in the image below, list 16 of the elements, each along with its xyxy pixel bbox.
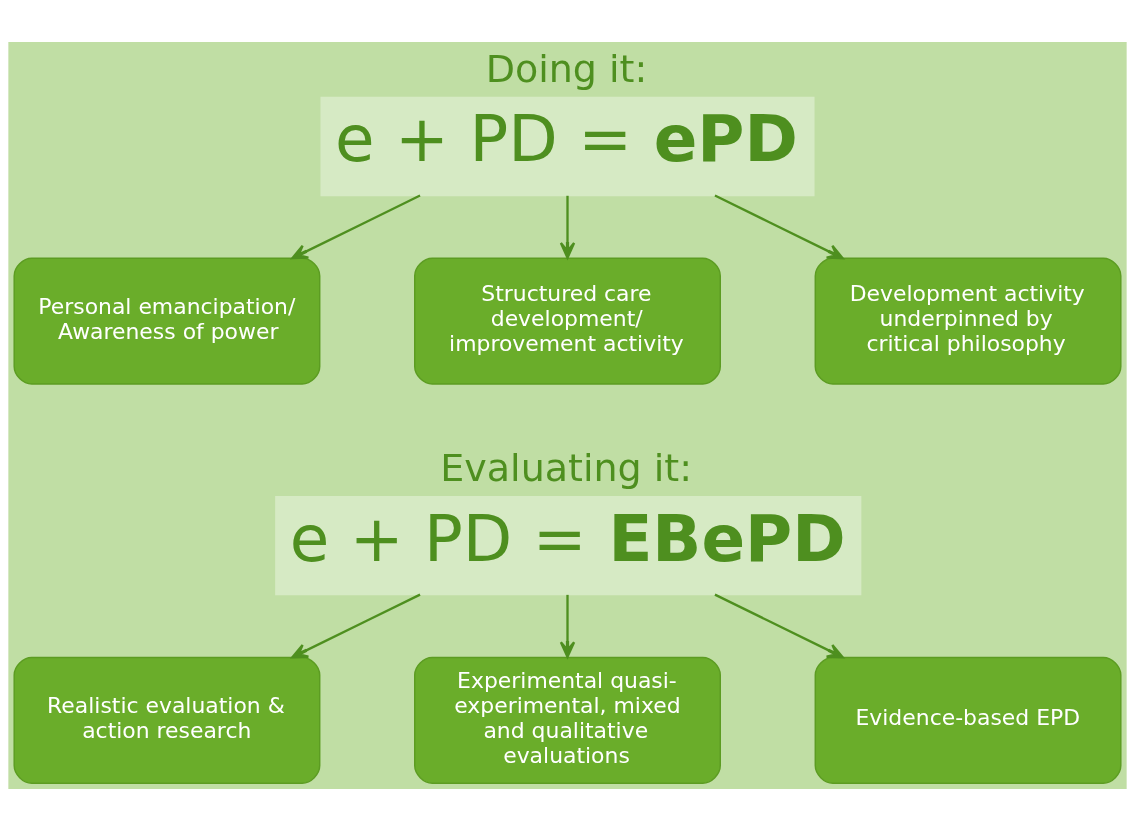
- node-box: Development activity underpinned by critical philosophy: [814, 257, 1122, 385]
- node-box: Personal emancipation/ Awareness of power: [13, 257, 321, 385]
- node-box: Evidence-based EPD: [814, 656, 1122, 784]
- node-box: Realistic evaluation & action research: [13, 656, 321, 784]
- node-box: Structured care development/ improvement activity: [414, 257, 721, 385]
- arrow: [291, 194, 421, 260]
- node-box: e + PD = ePD: [320, 96, 815, 197]
- arrow: [559, 594, 576, 658]
- node-label: Evaluating it:: [440, 445, 693, 490]
- node-box: e + PD = EBePD: [275, 495, 862, 596]
- arrow: [291, 593, 421, 659]
- node-label: Doing it:: [485, 46, 648, 91]
- node-box: Experimental quasi-experimental, mixed and qualitative evaluations: [414, 656, 721, 784]
- arrow: [559, 195, 576, 259]
- arrow: [714, 593, 844, 659]
- arrow: [714, 194, 844, 260]
